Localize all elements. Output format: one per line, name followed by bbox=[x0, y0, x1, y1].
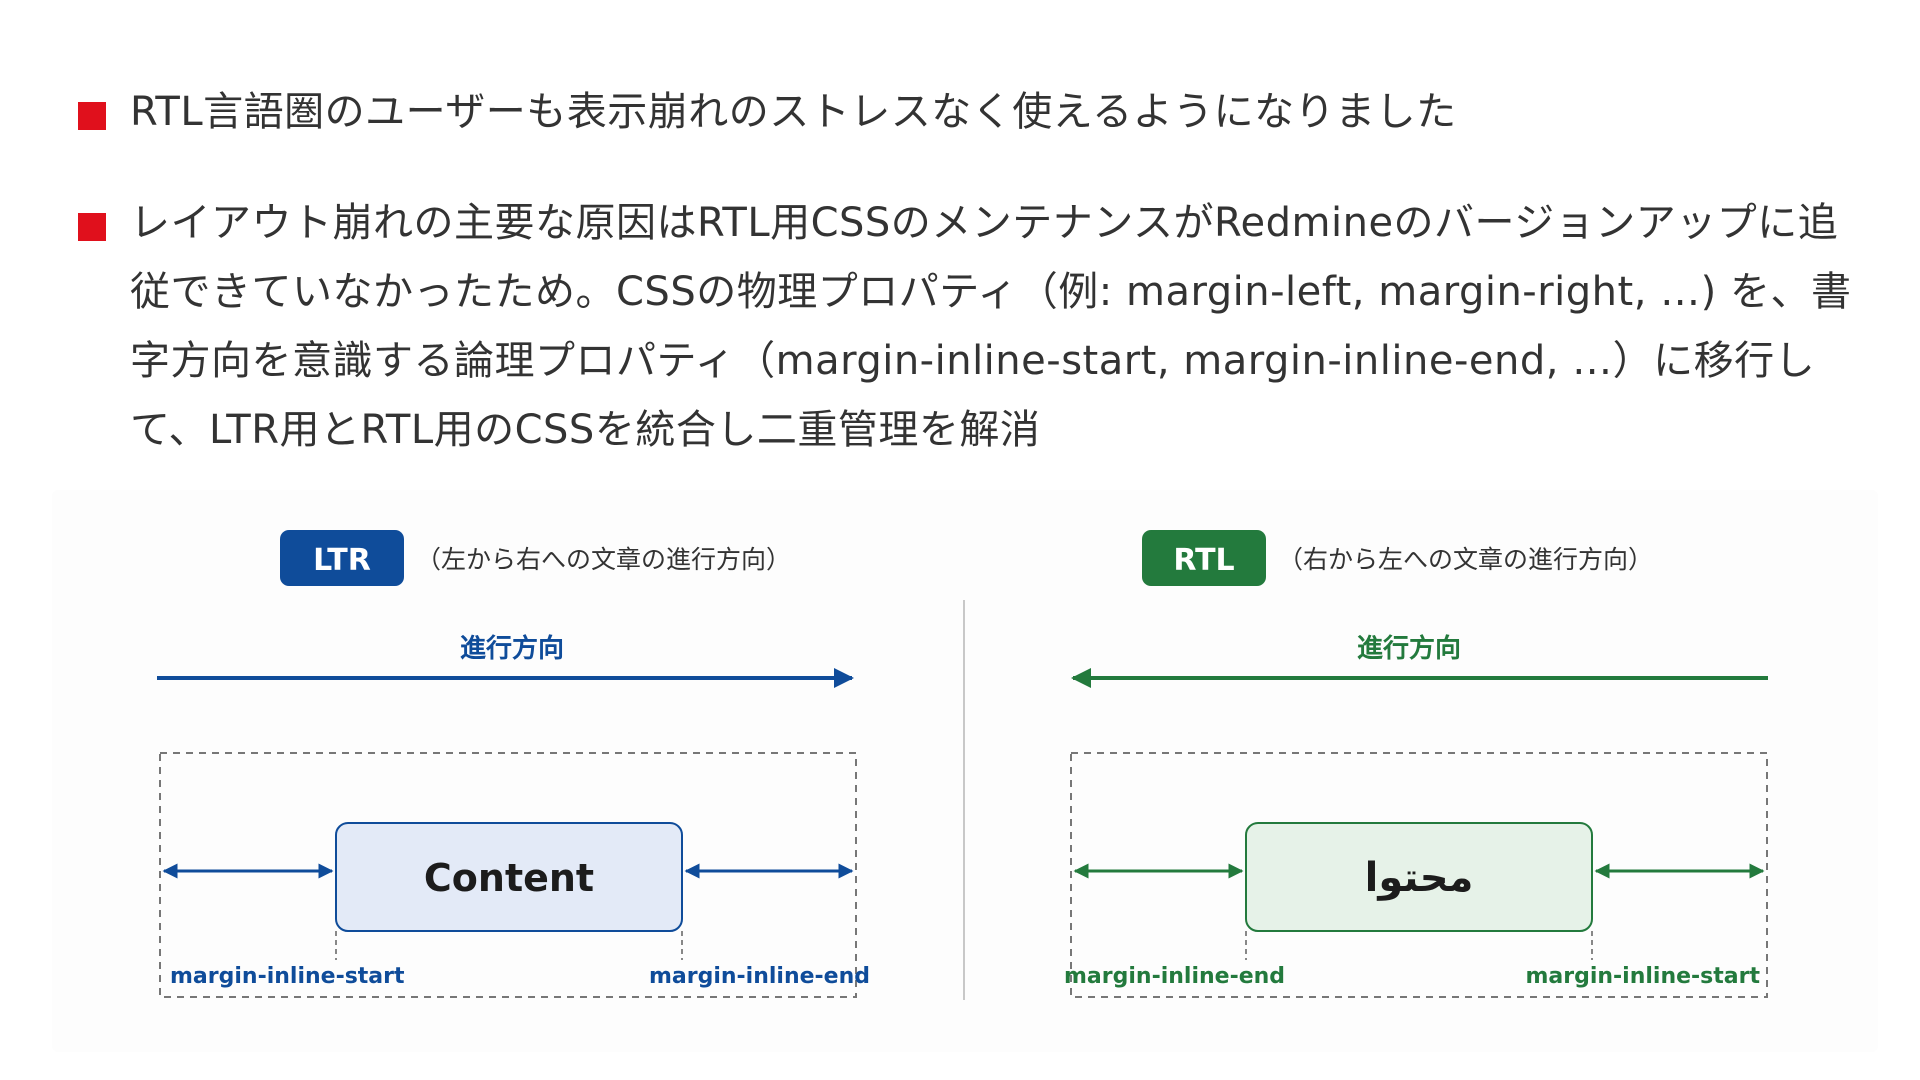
rtl-start-label: margin-inline-start bbox=[1525, 964, 1760, 989]
bullet-item-2: レイアウト崩れの主要な原因はRTL用CSSのメンテナンスがRedmineのバージ… bbox=[78, 189, 1868, 465]
rtl-content-box bbox=[1245, 822, 1593, 932]
bullet-marker bbox=[78, 213, 106, 241]
ltr-content-label: Content bbox=[424, 856, 594, 900]
bullet-item-1: RTL言語圏のユーザーも表示崩れのストレスなく使えるようになりました bbox=[78, 78, 1868, 147]
ltr-caption: （左から右への文章の進行方向） bbox=[416, 545, 791, 574]
ltr-direction-label: 進行方向 bbox=[460, 633, 564, 664]
rtl-content-label: محتوا bbox=[1365, 855, 1474, 901]
rtl-end-label: margin-inline-end bbox=[1064, 964, 1285, 989]
rtl-badge bbox=[1142, 530, 1266, 586]
ltr-badge-label: LTR bbox=[313, 543, 371, 578]
ltr-content-box bbox=[335, 822, 683, 932]
ltr-badge bbox=[280, 530, 404, 586]
rtl-container-outline bbox=[1070, 752, 1768, 998]
bullet-text-1: RTL言語圏のユーザーも表示崩れのストレスなく使えるようになりました bbox=[130, 89, 1457, 135]
rtl-caption: （右から左への文章の進行方向） bbox=[1278, 545, 1653, 574]
rtl-section: RTL （右から左への文章の進行方向） 進行方向 محتوا margin-in… bbox=[1064, 530, 1768, 998]
ltr-section: LTR （左から右への文章の進行方向） 進行方向 Content margin-… bbox=[157, 530, 870, 998]
bullet-list: RTL言語圏のユーザーも表示崩れのストレスなく使えるようになりました レイアウト… bbox=[78, 78, 1868, 465]
rtl-badge-label: RTL bbox=[1173, 543, 1234, 578]
ltr-start-label: margin-inline-start bbox=[170, 964, 405, 989]
bullet-marker bbox=[78, 102, 106, 130]
bullet-text-2: レイアウト崩れの主要な原因はRTL用CSSのメンテナンスがRedmineのバージ… bbox=[130, 200, 1852, 453]
rtl-direction-label: 進行方向 bbox=[1357, 633, 1461, 664]
ltr-end-label: margin-inline-end bbox=[649, 964, 870, 989]
ltr-container-outline bbox=[159, 752, 857, 998]
